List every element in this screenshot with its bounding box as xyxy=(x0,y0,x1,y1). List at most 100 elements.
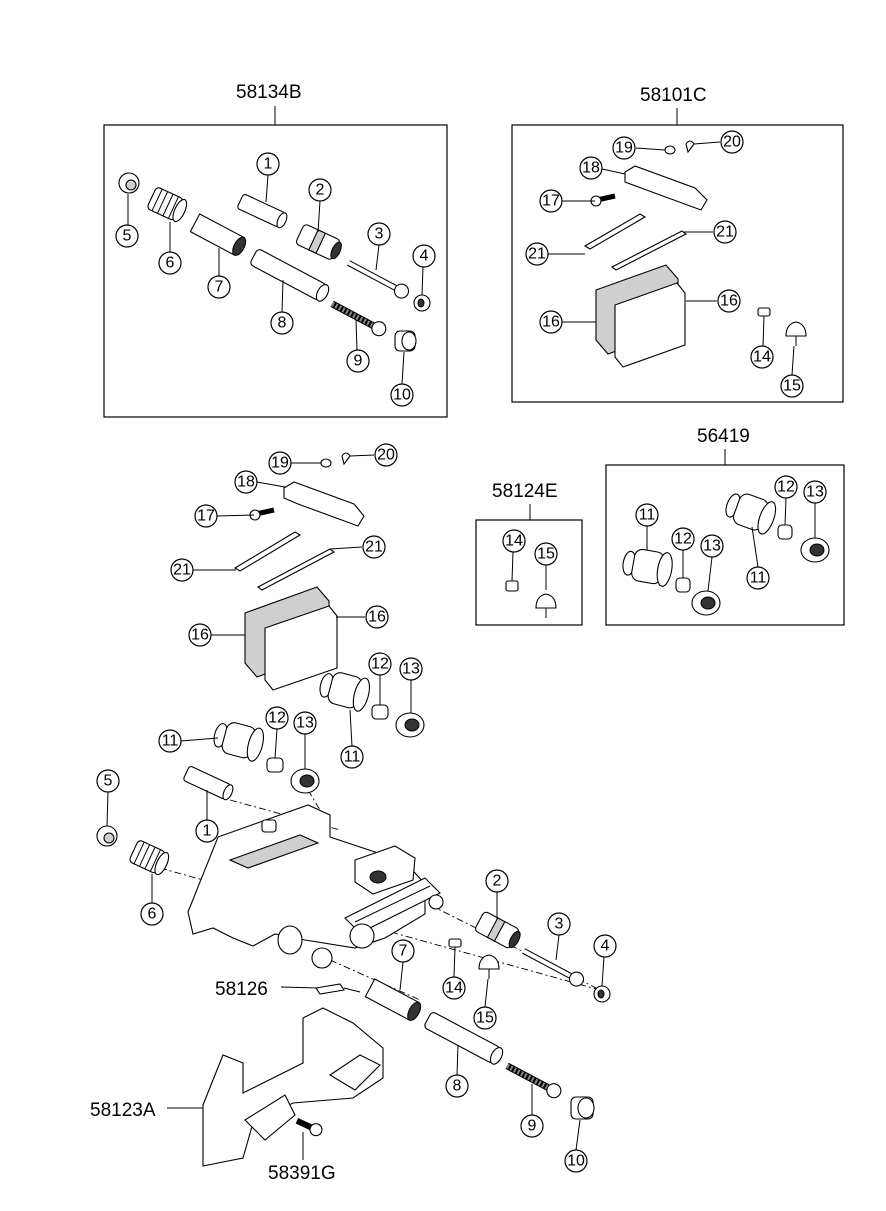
svg-text:16: 16 xyxy=(720,293,738,310)
svg-text:18: 18 xyxy=(582,160,600,177)
callout-15: 15 xyxy=(780,374,804,398)
callout-7: 7 xyxy=(207,275,231,299)
callout-13: 13 xyxy=(293,711,317,735)
svg-text:14: 14 xyxy=(753,349,771,366)
assembly-label-58124e: 58124E xyxy=(492,481,558,502)
svg-text:5: 5 xyxy=(123,228,132,245)
callout-13: 13 xyxy=(700,534,724,558)
main-assembly xyxy=(96,452,611,1167)
caliper-body-icon xyxy=(187,804,444,969)
assembly-label-58101c: 58101C xyxy=(640,85,707,106)
callout-17: 17 xyxy=(194,504,218,528)
svg-text:9: 9 xyxy=(354,353,363,370)
svg-text:19: 19 xyxy=(615,140,633,157)
kit1-parts xyxy=(118,172,431,352)
callout-19: 19 xyxy=(612,136,636,160)
svg-text:9: 9 xyxy=(528,1118,537,1135)
svg-text:15: 15 xyxy=(537,546,555,563)
svg-text:2: 2 xyxy=(316,182,325,199)
callout-12: 12 xyxy=(671,527,695,551)
callout-14: 14 xyxy=(750,345,774,369)
svg-text:19: 19 xyxy=(271,455,289,472)
svg-text:21: 21 xyxy=(173,562,191,579)
svg-text:13: 13 xyxy=(806,484,824,501)
callout-13: 13 xyxy=(803,480,827,504)
svg-text:4: 4 xyxy=(420,248,429,265)
kit-box-58101c xyxy=(511,108,844,403)
callout-16: 16 xyxy=(717,289,741,313)
svg-text:11: 11 xyxy=(162,733,179,750)
svg-text:16: 16 xyxy=(542,314,560,331)
callout-21: 21 xyxy=(525,242,549,266)
kit3-parts xyxy=(505,580,557,618)
callout-12: 12 xyxy=(774,475,798,499)
callout-10: 10 xyxy=(564,1149,588,1173)
brake-pads-icon xyxy=(595,264,686,368)
callout-9: 9 xyxy=(520,1114,544,1138)
part-label-58123a: 58123A xyxy=(90,1100,156,1121)
svg-text:11: 11 xyxy=(750,570,767,587)
svg-text:7: 7 xyxy=(399,943,408,960)
callout-1: 1 xyxy=(256,152,280,176)
callout-8: 8 xyxy=(270,311,294,335)
callout-14: 14 xyxy=(442,976,466,1000)
svg-text:21: 21 xyxy=(528,246,546,263)
svg-text:13: 13 xyxy=(703,538,721,555)
svg-text:12: 12 xyxy=(674,531,692,548)
callout-11: 11 xyxy=(635,503,659,527)
svg-text:11: 11 xyxy=(639,507,656,524)
kit-box-56419 xyxy=(605,449,845,626)
callout-9: 9 xyxy=(346,349,370,373)
callout-17: 17 xyxy=(539,189,563,213)
svg-text:8: 8 xyxy=(453,1078,462,1095)
callout-5: 5 xyxy=(96,769,120,793)
svg-text:16: 16 xyxy=(368,609,386,626)
assembly-label-58134b: 58134B xyxy=(236,82,302,103)
svg-text:4: 4 xyxy=(601,938,610,955)
svg-text:14: 14 xyxy=(505,533,523,550)
svg-text:6: 6 xyxy=(148,906,157,923)
callout-19: 19 xyxy=(268,451,292,475)
callout-16: 16 xyxy=(365,605,389,629)
callout-21: 21 xyxy=(362,535,386,559)
svg-text:10: 10 xyxy=(393,387,411,404)
svg-text:13: 13 xyxy=(296,715,314,732)
callout-21: 21 xyxy=(170,558,194,582)
svg-text:21: 21 xyxy=(716,224,734,241)
svg-text:20: 20 xyxy=(723,134,741,151)
callouts: 1 2 3 4 5 6 7 8 9 10 19 20 18 17 21 21 1… xyxy=(96,130,827,1173)
callout-21: 21 xyxy=(713,220,737,244)
svg-text:13: 13 xyxy=(402,661,420,678)
callout-11: 11 xyxy=(340,745,364,769)
callout-2: 2 xyxy=(485,869,509,893)
assembly-label-56419: 56419 xyxy=(697,426,750,447)
svg-text:1: 1 xyxy=(203,823,212,840)
svg-text:15: 15 xyxy=(476,1010,494,1027)
svg-text:21: 21 xyxy=(365,539,383,556)
callout-11: 11 xyxy=(746,566,770,590)
svg-text:6: 6 xyxy=(166,255,175,272)
callout-10: 10 xyxy=(390,383,414,407)
callout-12: 12 xyxy=(368,652,392,676)
svg-text:17: 17 xyxy=(197,508,215,525)
callout-4: 4 xyxy=(412,244,436,268)
callout-13: 13 xyxy=(399,657,423,681)
svg-text:14: 14 xyxy=(445,980,463,997)
callout-16: 16 xyxy=(188,623,212,647)
part-label-58126: 58126 xyxy=(215,979,268,1000)
callout-6: 6 xyxy=(158,251,182,275)
callout-15: 15 xyxy=(473,1006,497,1030)
kit2-parts xyxy=(583,140,807,368)
kit-box-58124e xyxy=(475,504,583,626)
carrier-bracket-icon xyxy=(202,1007,384,1167)
callout-4: 4 xyxy=(593,934,617,958)
svg-text:18: 18 xyxy=(237,474,255,491)
svg-text:1: 1 xyxy=(264,156,273,173)
callout-11: 11 xyxy=(158,729,182,753)
part-label-58391g: 58391G xyxy=(268,1163,336,1184)
svg-text:12: 12 xyxy=(371,656,389,673)
callout-6: 6 xyxy=(140,902,164,926)
svg-text:15: 15 xyxy=(783,378,801,395)
